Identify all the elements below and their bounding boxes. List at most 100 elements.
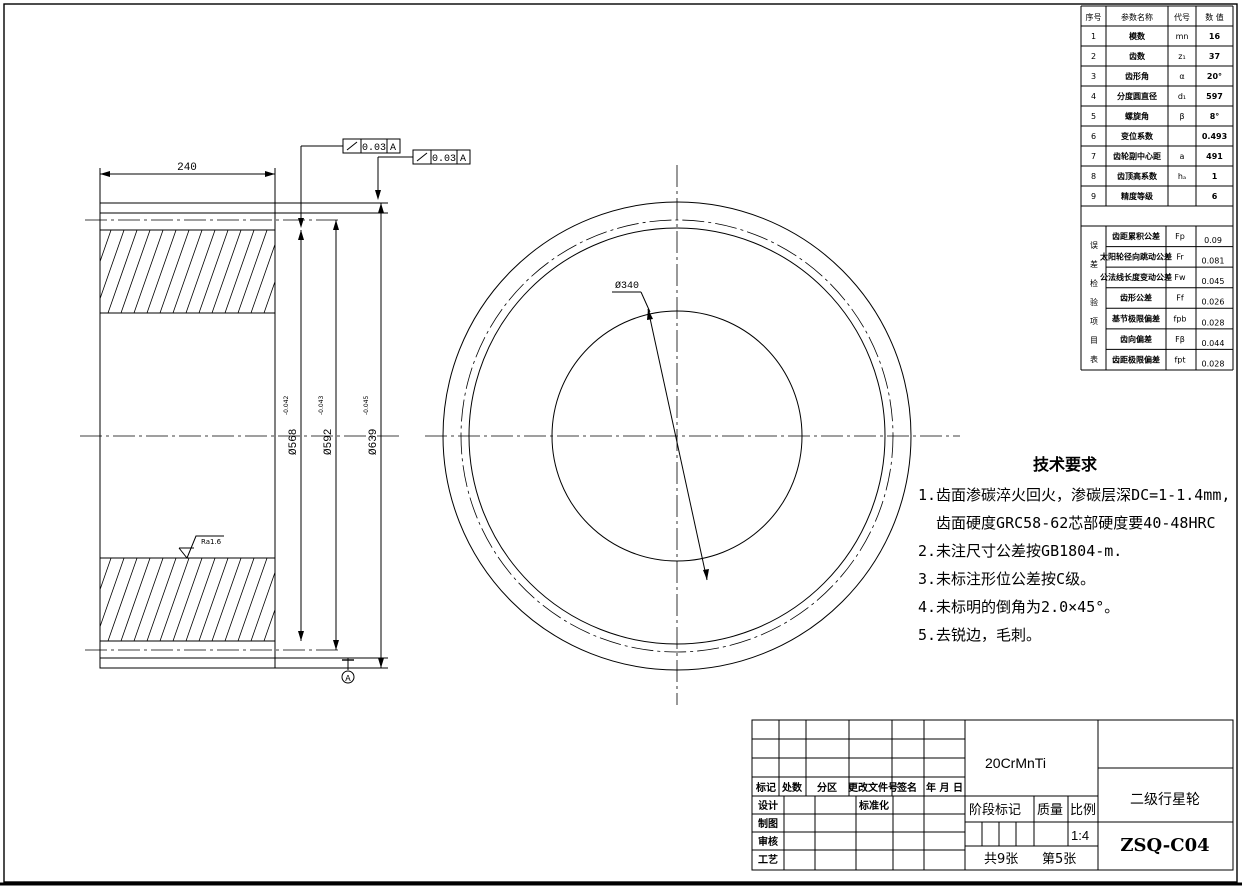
table-row-symbol: hₐ xyxy=(1178,172,1186,181)
part-name: 二级行星轮 xyxy=(1130,792,1200,808)
outer-diameter-dimension: Ø639 xyxy=(368,429,380,455)
tolerance-row-value: 0.09 xyxy=(1204,236,1222,245)
table-row-no: 9 xyxy=(1091,192,1096,201)
hatch-line xyxy=(211,229,242,314)
tolerance-row-value: 0.028 xyxy=(1202,318,1225,327)
drawing-number: ZSQ-C04 xyxy=(1120,835,1209,856)
hatch-line xyxy=(198,229,229,314)
table-row-name: 分度圆直径 xyxy=(1117,91,1157,101)
technical-requirements: 技术要求 1.齿面渗碳淬火回火，渗碳层深DC=1-1.4mm, 齿面硬度GRC5… xyxy=(918,455,1230,644)
hatch-line xyxy=(146,229,177,314)
table-header: 序号 xyxy=(1086,12,1102,22)
hatch-line xyxy=(172,229,203,314)
hatch-line xyxy=(237,229,268,314)
rev-header-doc: 更改文件号 xyxy=(848,781,898,794)
table-row-no: 1 xyxy=(1091,32,1096,41)
role-design: 设计 xyxy=(758,799,778,812)
hatch-line xyxy=(250,244,276,314)
hatch-line xyxy=(133,557,164,642)
material: 20CrMnTi xyxy=(985,755,1046,771)
tolerance-row-symbol: Ff xyxy=(1176,294,1184,303)
tech-line-6: 5.去锐边，毛刺。 xyxy=(918,626,1041,644)
table-row-symbol: mn xyxy=(1176,32,1189,41)
tolerance-row-symbol: fpb xyxy=(1174,314,1187,323)
hatch-line xyxy=(120,557,151,642)
tolerance-row-symbol: Fβ xyxy=(1175,335,1185,344)
runout-1-datum: A xyxy=(390,143,396,154)
hatch-line xyxy=(237,557,268,642)
role-review: 审核 xyxy=(758,835,778,848)
table-row-no: 6 xyxy=(1091,132,1096,141)
hatch-line xyxy=(120,229,151,314)
table-row-name: 螺旋角 xyxy=(1125,111,1149,121)
table-group-label: 项 xyxy=(1090,317,1098,326)
outer-diameter-tol: -0.045 xyxy=(363,395,370,415)
runout-arrow-icon xyxy=(346,141,358,151)
hatch-line xyxy=(146,557,177,642)
tolerance-row-value: 0.044 xyxy=(1202,339,1225,348)
table-row-name: 模数 xyxy=(1129,31,1146,41)
table-group-label: 误 xyxy=(1090,241,1098,250)
hatch-line xyxy=(224,229,255,314)
front-view: Ø340 xyxy=(425,165,960,705)
role-draw: 制图 xyxy=(758,817,778,830)
title-block: 标记 处数 分区 更改文件号 签名 年 月 日 设计 制图 审核 工艺 标准化 … xyxy=(751,719,1234,871)
tolerance-row-value: 0.026 xyxy=(1202,298,1225,307)
pitch-diameter-dimension: Ø592 xyxy=(323,429,335,455)
tolerance-row-name: 齿距累积公差 xyxy=(1112,231,1160,241)
table-header: 参数名称 xyxy=(1121,12,1153,22)
table-row-value: 20° xyxy=(1207,72,1222,81)
table-group-label: 差 xyxy=(1090,259,1098,269)
table-row-symbol: a xyxy=(1180,152,1185,161)
table-header: 数 值 xyxy=(1205,12,1224,22)
tolerance-row-value: 0.028 xyxy=(1202,359,1225,368)
datum-label: A xyxy=(345,674,351,684)
hatch-line xyxy=(172,557,203,642)
tolerance-row-name: 基节极限偏差 xyxy=(1111,313,1160,323)
runout-2-datum: A xyxy=(460,154,466,165)
hatch-line xyxy=(185,557,216,642)
stage-mark-label: 阶段标记 xyxy=(969,803,1021,818)
hatch-line xyxy=(185,229,216,314)
rev-header-sign: 签名 xyxy=(896,781,917,794)
runout-2-value: 0.03 xyxy=(432,154,456,165)
rev-header-date: 年 月 日 xyxy=(926,781,963,794)
sheets-total: 共9张 xyxy=(984,852,1018,867)
tolerance-row-name: 太阳轮径向跳动公差 xyxy=(1099,252,1172,262)
hatch-line xyxy=(159,557,190,642)
table-row-symbol: α xyxy=(1179,72,1184,81)
tolerance-row-symbol: Fw xyxy=(1174,273,1186,282)
runout-1-value: 0.03 xyxy=(362,143,386,154)
table-row-name: 齿轮副中心距 xyxy=(1113,151,1161,161)
standardize-label: 标准化 xyxy=(858,799,889,812)
tolerance-row-symbol: Fp xyxy=(1175,232,1185,241)
table-row-value: 37 xyxy=(1209,52,1220,61)
hatch-line xyxy=(263,281,276,314)
tech-line-1: 1.齿面渗碳淬火回火，渗碳层深DC=1-1.4mm, xyxy=(918,486,1230,504)
table-row-name: 齿形角 xyxy=(1125,71,1149,81)
tech-line-5: 4.未标明的倒角为2.0×45°。 xyxy=(918,598,1119,616)
hatch-line xyxy=(107,557,138,642)
datum-circle xyxy=(341,670,355,684)
tolerance-row-name: 齿形公差 xyxy=(1120,293,1152,303)
tolerance-row-symbol: fpt xyxy=(1174,355,1185,364)
tolerance-row-symbol: Fr xyxy=(1176,253,1184,262)
table-row-no: 3 xyxy=(1091,72,1096,81)
tolerance-row-name: 公法线长度变动公差 xyxy=(1100,272,1172,282)
side-view: 240 Ø568 -0.042 Ø592 -0.043 Ø639 -0.045 xyxy=(80,138,471,684)
tolerance-row-name: 齿向偏差 xyxy=(1120,334,1152,344)
tolerance-row-name: 齿距极限偏差 xyxy=(1112,354,1160,364)
table-row-no: 5 xyxy=(1091,112,1096,121)
hatch-line xyxy=(263,609,276,642)
table-header: 代号 xyxy=(1174,12,1190,22)
tolerance-row-value: 0.045 xyxy=(1202,277,1225,286)
table-group-label: 目 xyxy=(1090,336,1098,345)
tech-line-2: 齿面硬度GRC58-62芯部硬度要40-48HRC xyxy=(918,514,1216,532)
table-row-value: 8° xyxy=(1210,112,1220,121)
tech-line-4: 3.未标注形位公差按C级。 xyxy=(918,570,1095,588)
hatch-line xyxy=(99,557,112,590)
hatch-line xyxy=(107,229,138,314)
table-row-no: 2 xyxy=(1091,52,1096,61)
